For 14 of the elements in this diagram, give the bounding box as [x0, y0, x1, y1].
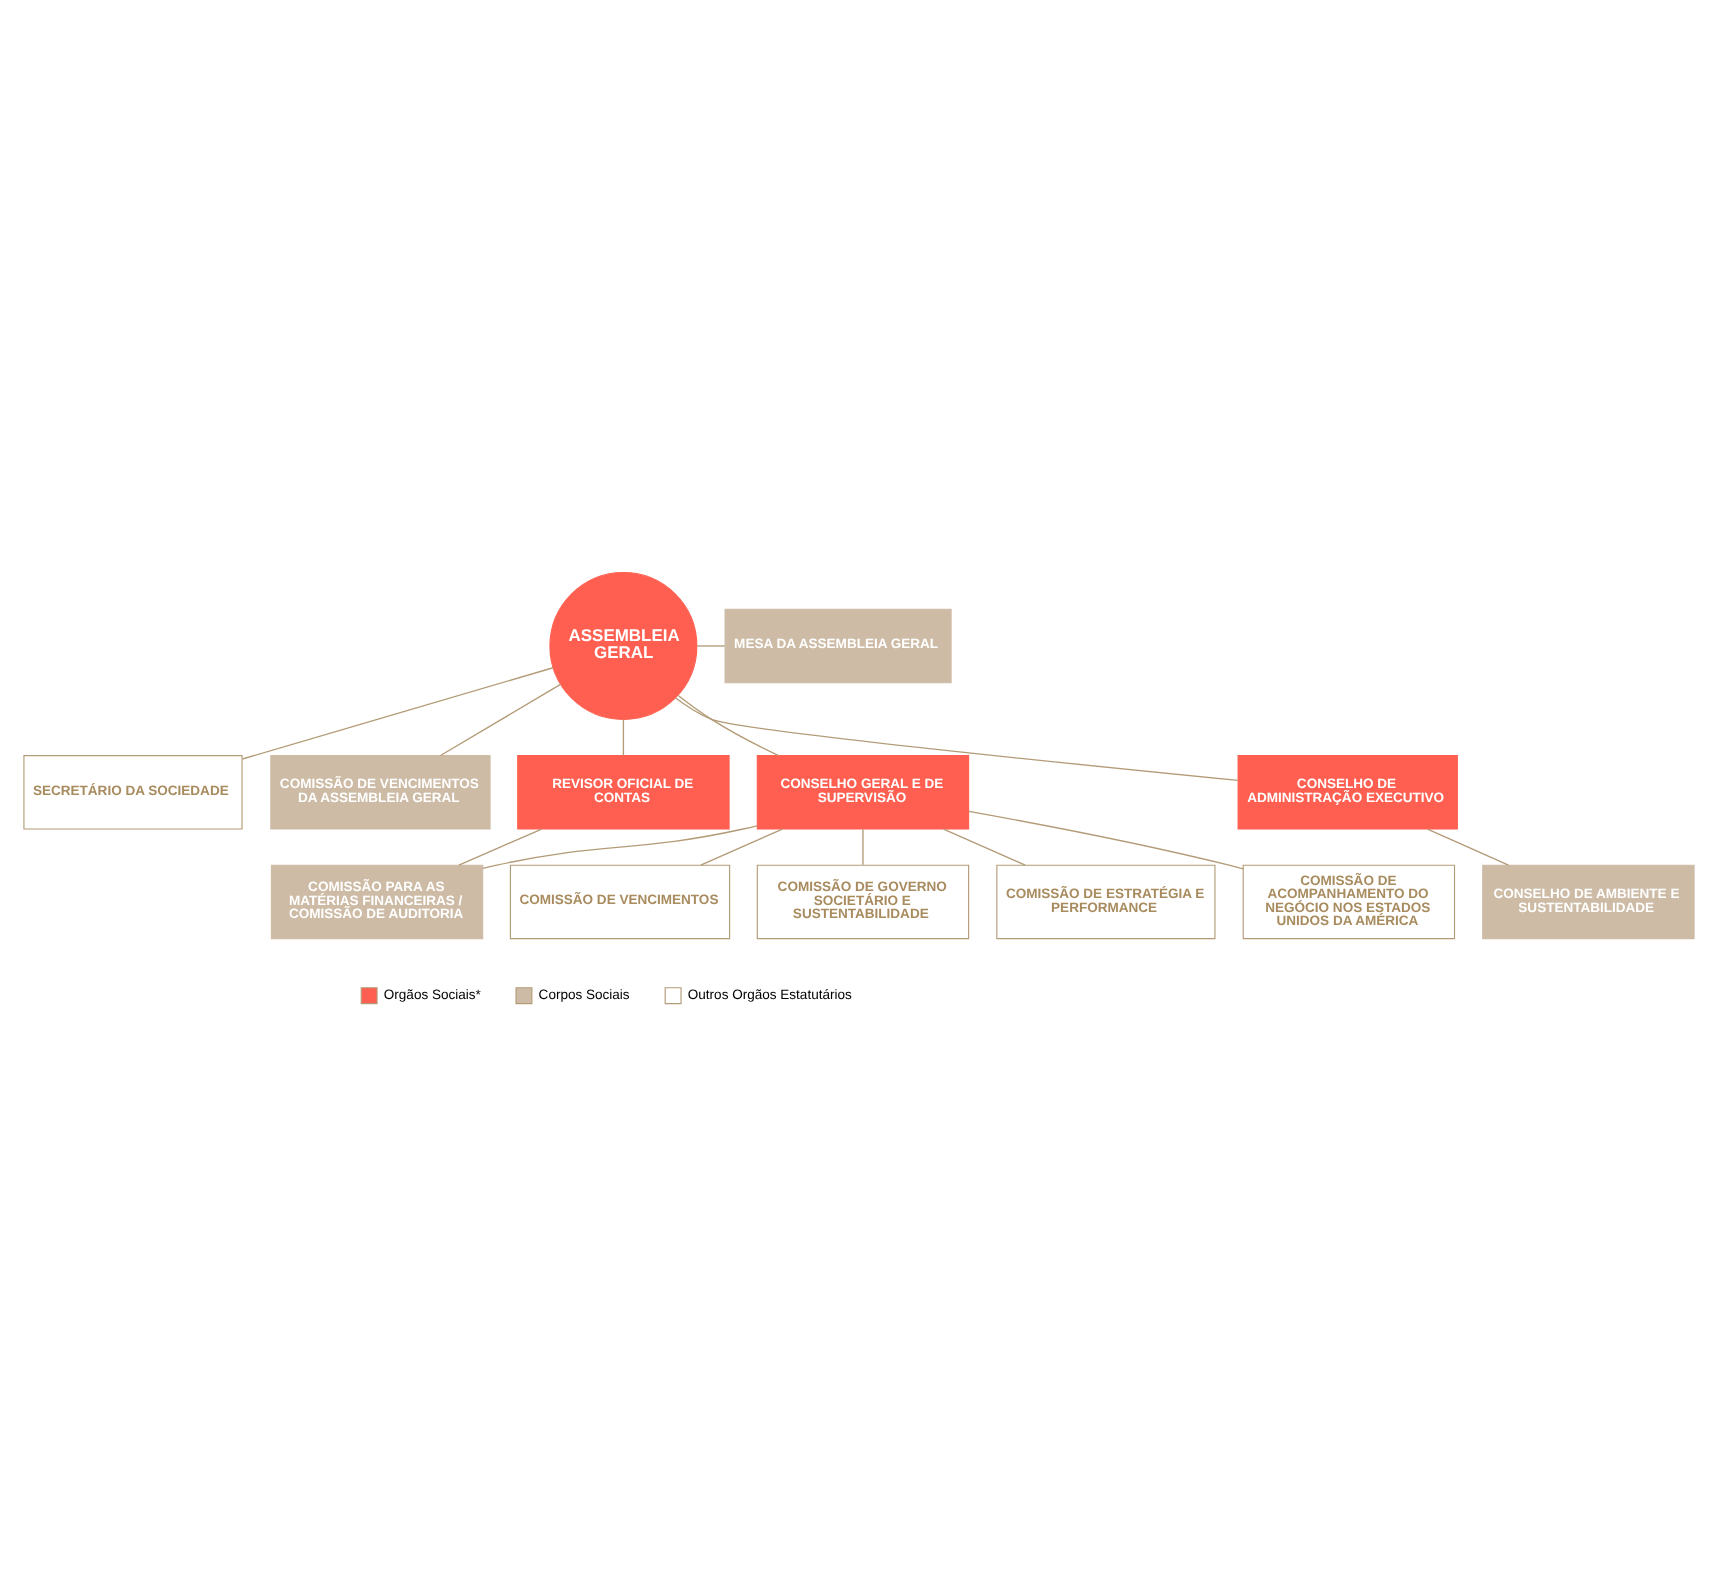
node-circle: ASSEMBLEIA GERAL: [548, 571, 697, 720]
connector: [861, 828, 863, 866]
connector: [1425, 828, 1509, 866]
connector: [699, 828, 783, 866]
connector: [967, 810, 1243, 870]
connector: [941, 828, 1025, 866]
connector: [695, 645, 725, 647]
connector: [438, 683, 561, 757]
connector: [673, 697, 1238, 782]
connector: [457, 828, 542, 866]
connector: [481, 825, 757, 870]
connector: [676, 694, 778, 757]
connector: [240, 667, 553, 760]
connector: [621, 718, 624, 757]
